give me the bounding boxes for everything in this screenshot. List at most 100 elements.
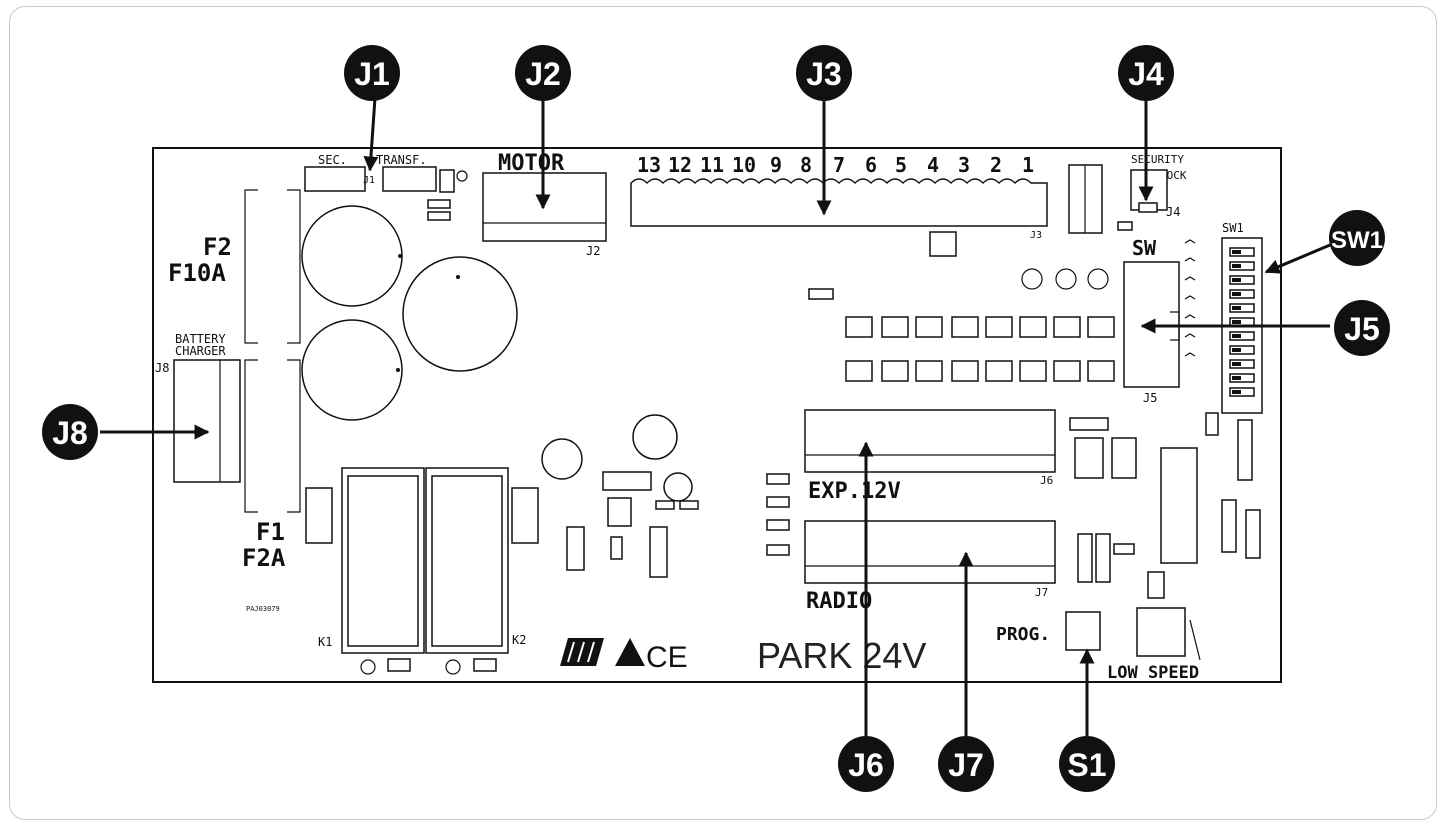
j5-board-label: J5	[1143, 391, 1157, 405]
f1-label: F1	[256, 518, 285, 546]
f2-label: F2	[203, 233, 232, 261]
j1-leader-arrow	[363, 97, 379, 172]
charger-label: CHARGER	[175, 344, 226, 358]
c-component	[1205, 412, 1219, 436]
r-component	[1117, 221, 1133, 231]
terminal-number: 12	[668, 153, 692, 177]
prog-button-s1	[1065, 611, 1101, 651]
callout-sw1-text: SW1	[1331, 227, 1383, 254]
inductor-l1	[541, 438, 583, 480]
r-component	[439, 169, 455, 193]
k1-label: K1	[318, 635, 332, 649]
callout-j2: J2	[515, 45, 571, 101]
model-label: PARK 24V	[757, 635, 926, 676]
terminal-number: 1	[1022, 153, 1034, 177]
diode-row-lower	[845, 360, 1115, 382]
callout-j5-text: J5	[1344, 311, 1380, 347]
sw-label: SW	[1132, 236, 1157, 260]
terminal-number: 10	[732, 153, 756, 177]
j1-board-label: J1	[363, 175, 375, 186]
ce-mark: CE	[646, 641, 688, 674]
callout-j7: J7	[938, 736, 994, 792]
f2-fuse-bracket	[244, 189, 258, 344]
capacitor-c2	[632, 414, 678, 460]
dip-switch-levers	[1229, 247, 1255, 397]
j4-board-label: J4	[1166, 205, 1180, 219]
capacitor-c3	[301, 205, 403, 307]
terminal-number: 2	[990, 153, 1002, 177]
callout-j7-text: J7	[948, 747, 984, 783]
f2a-label: F2A	[242, 544, 286, 572]
resistor-row-upper	[845, 316, 1115, 338]
low-speed-trimmer	[1136, 607, 1186, 657]
sw-arrow-marks	[1184, 239, 1196, 357]
callout-j2-text: J2	[525, 56, 561, 92]
resistor-array	[766, 473, 790, 556]
callout-j8-text: J8	[52, 415, 88, 451]
callout-j6: J6	[838, 736, 894, 792]
j4-pin	[1138, 202, 1158, 213]
j6-board-label: J6	[1040, 474, 1053, 487]
callout-j1-text: J1	[354, 56, 390, 92]
callout-j3: J3	[796, 45, 852, 101]
callout-j8: J8	[42, 404, 98, 460]
callout-j3-text: J3	[806, 56, 842, 92]
ic-component	[607, 497, 632, 527]
motor-label: MOTOR	[498, 151, 565, 176]
rib-logo	[560, 638, 604, 666]
j3-board-label: J3	[1030, 230, 1042, 241]
capacitor-c4	[402, 256, 518, 372]
sw1-leader-arrow	[1264, 243, 1331, 274]
battery-label: BATTERY	[175, 332, 226, 346]
security-label: SECURITY	[1131, 153, 1184, 166]
ic-u2	[1160, 447, 1198, 564]
u-component	[1237, 419, 1253, 481]
terminal-number: 13	[637, 153, 661, 177]
terminal-number: 9	[770, 153, 782, 177]
sw1-board-label: SW1	[1222, 221, 1244, 235]
part-code: PAJ03079	[246, 605, 280, 613]
callout-j4-text: J4	[1128, 56, 1164, 92]
terminal-number: 5	[895, 153, 907, 177]
r-component	[427, 211, 451, 221]
sec-label: SEC.	[318, 153, 347, 167]
callout-s1-text: S1	[1067, 747, 1106, 783]
callout-j4: J4	[1118, 45, 1174, 101]
terminal-number: 6	[865, 153, 877, 177]
callout-s1: S1	[1059, 736, 1115, 792]
f10a-label: F10A	[168, 259, 226, 287]
callout-j6-text: J6	[848, 747, 884, 783]
j8-board-label: J8	[155, 361, 169, 375]
callout-sw1: SW1	[1329, 210, 1385, 266]
exp12v-label: EXP.12V	[808, 479, 901, 504]
diode-d3	[511, 487, 539, 544]
r-component	[427, 199, 451, 209]
low-speed-label: LOW SPEED	[1107, 663, 1199, 683]
diagram-frame	[9, 6, 1437, 820]
ic-component	[602, 471, 652, 491]
j2-board-label: J2	[586, 244, 600, 258]
callout-j1: J1	[344, 45, 400, 101]
led-row	[1021, 268, 1109, 290]
radio-label: RADIO	[806, 589, 872, 614]
terminal-number: 11	[700, 153, 724, 177]
led-dl1	[456, 170, 468, 182]
j6-expansion-slot	[804, 409, 1056, 473]
j8-battery-connector	[173, 359, 241, 483]
diode-d4	[305, 487, 333, 544]
j7-radio-slot	[804, 520, 1056, 584]
terminal-number: 3	[958, 153, 970, 177]
callout-j5: J5	[1334, 300, 1390, 356]
terminal-number: 7	[833, 153, 845, 177]
sec-connector	[304, 166, 366, 192]
terminal-number: 8	[800, 153, 812, 177]
esd-warning-icon	[615, 638, 645, 666]
terminal-number: 4	[927, 153, 939, 177]
transf-connector	[382, 166, 437, 192]
j3-terminal-strip	[630, 178, 1048, 227]
f1-fuse-bracket	[244, 359, 258, 513]
j7-board-label: J7	[1035, 586, 1048, 599]
capacitor-c11	[301, 319, 403, 421]
k2-label: K2	[512, 633, 526, 647]
